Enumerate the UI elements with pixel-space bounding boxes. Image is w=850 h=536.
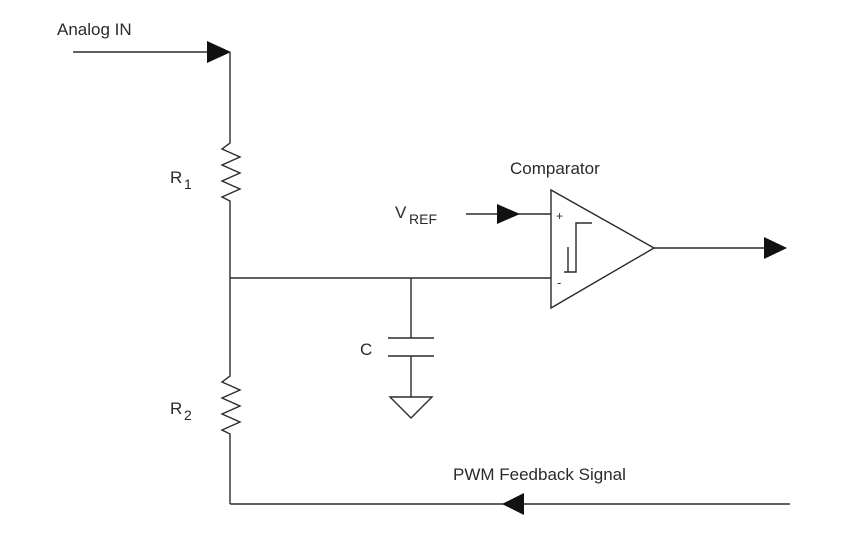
vref-label: V REF [395,203,437,227]
vref-label-sub: REF [409,211,437,227]
comparator-plus-sign: + [556,209,563,223]
r2-label-sub: 2 [184,407,192,423]
vref-label-main: V [395,203,407,222]
capacitor-label: C [360,340,372,359]
r1-label-main: R [170,168,182,187]
pwm-feedback-arrow [502,493,524,515]
pwm-feedback-label: PWM Feedback Signal [453,465,626,484]
hysteresis-icon [564,222,592,273]
resistor-r2 [220,371,242,438]
analog-in-label: Analog IN [57,20,132,39]
comparator-output-arrow [764,237,787,259]
pwm-feedback-wire [229,438,790,515]
r1-label: R 1 [170,168,192,192]
vref-arrow [497,204,520,224]
comparator-minus-sign: - [557,275,561,290]
ground-icon [388,396,434,419]
analog-in-arrow [207,41,231,63]
comparator-output-wire [654,237,787,259]
r2-label-main: R [170,399,182,418]
capacitor-c [388,278,434,397]
vref-wire [466,204,551,224]
analog-in-wire [73,41,231,138]
comparator-triangle [550,188,656,310]
resistor-r1 [220,138,242,206]
comparator-label: Comparator [510,159,600,178]
r1-label-sub: 1 [184,176,192,192]
r2-label: R 2 [170,399,192,423]
